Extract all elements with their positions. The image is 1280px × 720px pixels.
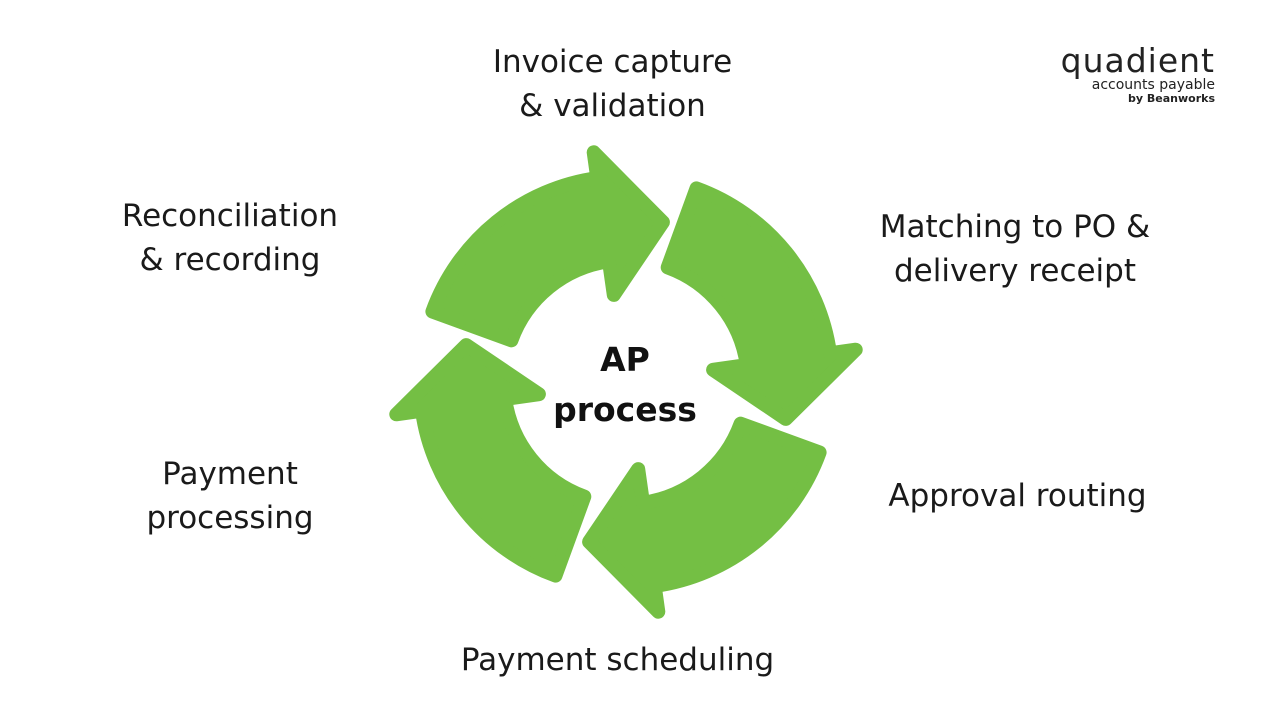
step-label-line2: & validation bbox=[519, 88, 706, 124]
step-label-line2: & recording bbox=[139, 242, 321, 278]
step-label-line1: Reconciliation bbox=[121, 198, 339, 234]
step-invoice-capture: Invoice capture & validation bbox=[440, 40, 785, 128]
logo-subtitle: accounts payable bbox=[1091, 77, 1215, 93]
arrow-top-left bbox=[389, 338, 592, 583]
step-label-line1: Approval routing bbox=[888, 478, 1147, 514]
logo-wordmark: quadient bbox=[1060, 41, 1215, 80]
step-approval-routing: Approval routing bbox=[870, 474, 1165, 518]
step-reconciliation: Reconciliation & recording bbox=[100, 194, 360, 282]
arrow-top-right bbox=[425, 145, 670, 348]
step-matching: Matching to PO & delivery receipt bbox=[860, 205, 1170, 293]
arrow-bottom-right bbox=[660, 181, 863, 426]
center-title: AP process bbox=[525, 335, 725, 435]
step-label-line2: delivery receipt bbox=[893, 253, 1137, 289]
quadient-logo: quadient accounts payable by Beanworks bbox=[1040, 44, 1215, 118]
arrow-bottom-left bbox=[582, 416, 827, 619]
step-payment-scheduling: Payment scheduling bbox=[440, 638, 795, 682]
step-label-line1: Invoice capture bbox=[492, 44, 733, 80]
step-label-line1: Payment scheduling bbox=[460, 642, 775, 678]
center-title-line1: AP bbox=[600, 340, 650, 379]
step-label-line1: Matching to PO & bbox=[879, 209, 1151, 245]
logo-byline: by Beanworks bbox=[1128, 92, 1215, 105]
step-label-line1: Payment bbox=[162, 456, 298, 492]
step-payment-processing: Payment processing bbox=[120, 452, 340, 540]
center-title-line2: process bbox=[553, 390, 697, 429]
step-label-line2: processing bbox=[146, 500, 314, 536]
cycle-arrows bbox=[389, 145, 863, 619]
